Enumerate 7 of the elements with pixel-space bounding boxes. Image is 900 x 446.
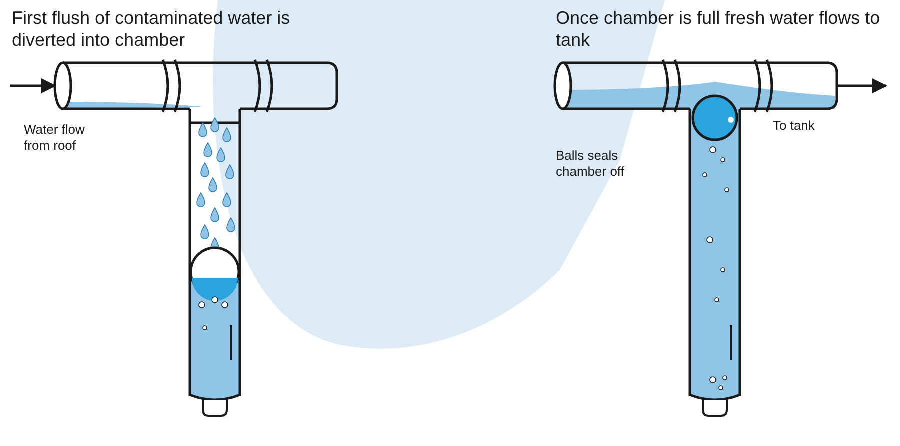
- annotation-text: Balls seals chamber off: [556, 148, 626, 180]
- heading: First flush of contaminated water is diverted into chamber: [12, 8, 292, 52]
- annotation-text: Water flow from roof: [24, 122, 86, 154]
- flow-arrow: [10, 78, 56, 94]
- heading: Once chamber is full fresh water flows to tank: [556, 8, 882, 52]
- flow-arrow: [837, 78, 888, 94]
- annotation-text: To tank: [773, 118, 816, 134]
